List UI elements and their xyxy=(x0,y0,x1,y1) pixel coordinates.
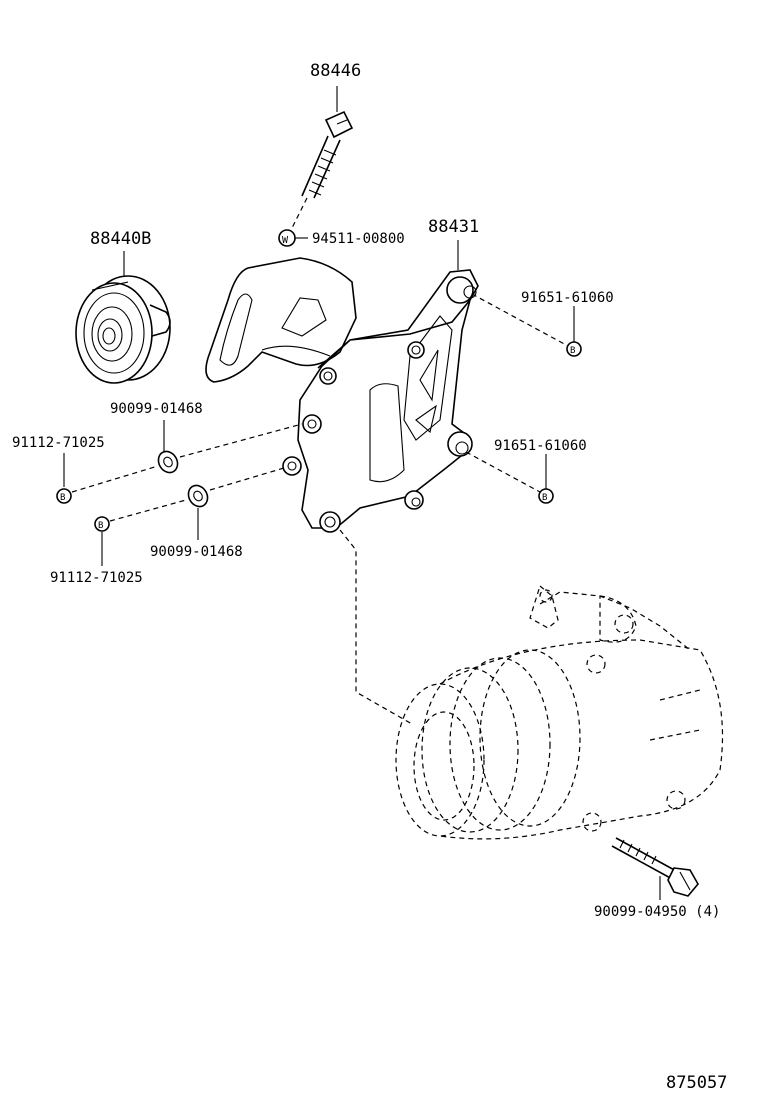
nut-symbol: B xyxy=(60,493,65,503)
nut-91651-61060-lower[interactable]: B xyxy=(538,488,554,504)
nut-91112-71025-upper[interactable]: B xyxy=(56,488,72,504)
label-91112-71025-lower: 91112-71025 xyxy=(50,570,143,586)
label-90099-01468-lower: 90099-01468 xyxy=(150,544,243,560)
washer-94511-00800[interactable]: W xyxy=(278,229,308,247)
washer-symbol: W xyxy=(282,235,289,246)
label-91112-71025-upper: 91112-71025 xyxy=(12,435,105,451)
nut-91112-71025-lower[interactable]: B xyxy=(94,516,110,532)
label-88431: 88431 xyxy=(428,217,479,237)
label-91651-61060-lower: 91651-61060 xyxy=(494,438,587,454)
nut-symbol: B xyxy=(98,521,103,531)
bolt-90099-04950[interactable] xyxy=(611,837,699,897)
label-90099-04950: 90099-04950 (4) xyxy=(594,904,720,920)
diagram-number: 875057 xyxy=(666,1073,727,1093)
label-90099-01468-upper: 90099-01468 xyxy=(110,401,203,417)
bracket-88431[interactable] xyxy=(205,257,479,533)
idler-pulley-88440B[interactable] xyxy=(75,275,171,384)
nut-symbol: B xyxy=(570,346,575,356)
washer-90099-01468-upper[interactable] xyxy=(155,448,182,476)
label-88446: 88446 xyxy=(310,61,361,81)
label-91651-61060-upper: 91651-61060 xyxy=(521,290,614,306)
nut-91651-61060-upper[interactable]: B xyxy=(566,341,582,357)
washer-90099-01468-lower[interactable] xyxy=(185,482,212,510)
bolt-88446[interactable] xyxy=(289,86,354,233)
label-94511-00800: 94511-00800 xyxy=(312,231,405,247)
label-88440B: 88440B xyxy=(90,229,151,249)
ac-compressor xyxy=(395,584,724,840)
nut-symbol: B xyxy=(542,493,547,503)
